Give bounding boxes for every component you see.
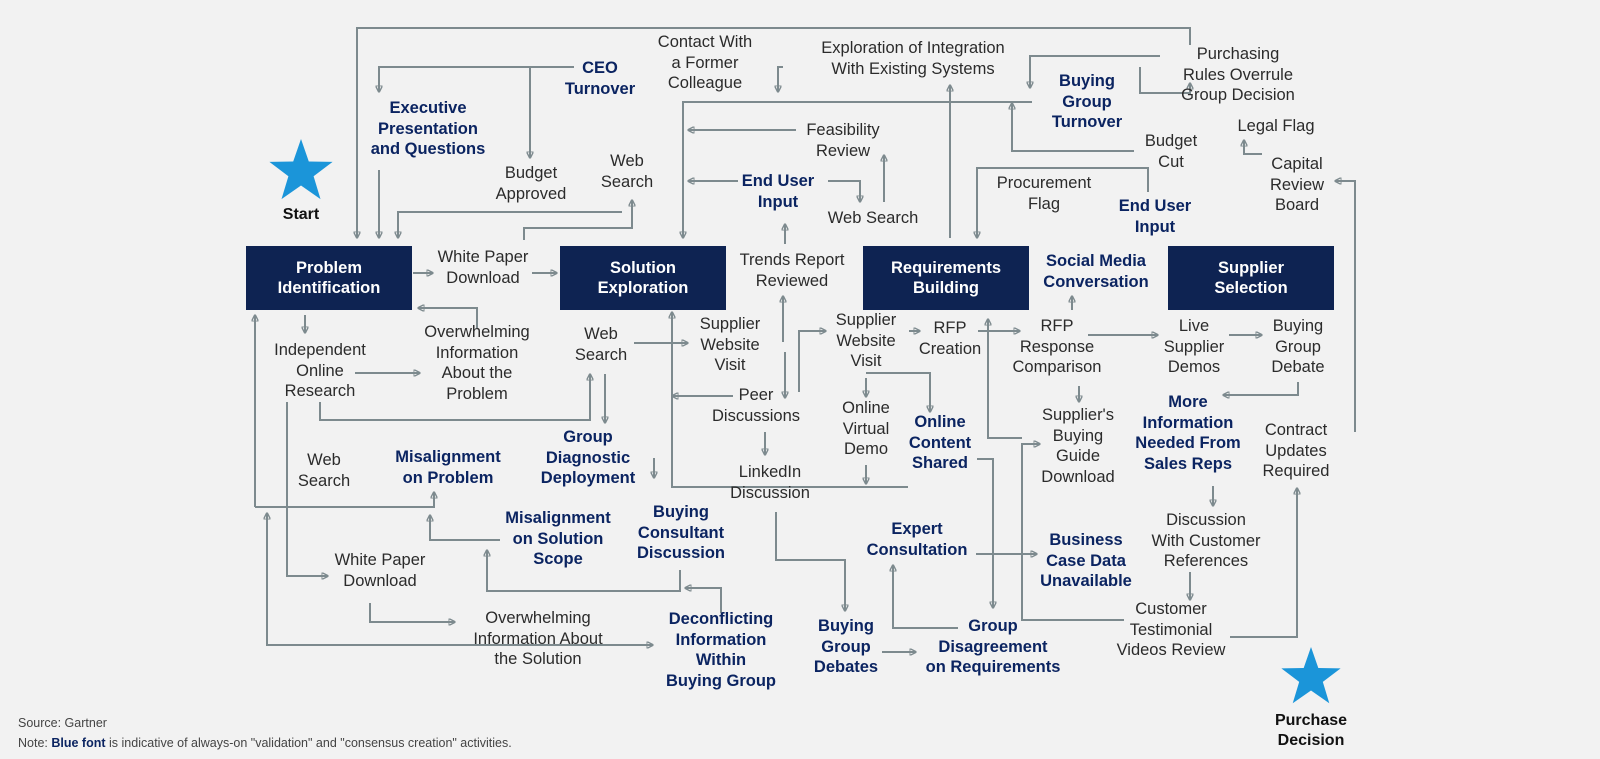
- connector: [430, 515, 500, 541]
- connector: [672, 312, 908, 488]
- budget-cut: Budget Cut: [1144, 132, 1198, 171]
- connector: [319, 374, 590, 421]
- connector: [418, 308, 478, 328]
- buying-group-debate: Buying Group Debate: [1271, 317, 1325, 376]
- group-disagreement-requirements: Group Disagreement on Requirements: [925, 617, 1061, 676]
- rfp-response-comparison: RFP Response Comparison: [1012, 317, 1102, 376]
- connector: [775, 512, 845, 611]
- expert-consultation: Expert Consultation: [866, 520, 968, 559]
- overwhelming-solution: Overwhelming Information About the Solut…: [473, 609, 603, 668]
- note-prefix: Note:: [18, 736, 48, 750]
- connector: [1244, 140, 1262, 155]
- live-supplier-demos: Live Supplier Demos: [1163, 317, 1225, 376]
- deconflicting-information: Deconflicting Information Within Buying …: [666, 610, 776, 690]
- connector: [523, 200, 632, 240]
- discussion-customer-references: Discussion With Customer References: [1151, 511, 1261, 570]
- connector: [1223, 382, 1299, 395]
- connector: [1021, 444, 1124, 621]
- connector: [1012, 103, 1134, 152]
- connector: [267, 513, 455, 646]
- end-user-input-2: End User Input: [1118, 197, 1192, 236]
- business-case-data-unavailable: Business Case Data Unavailable: [1040, 531, 1132, 590]
- web-search-low: Web Search: [297, 451, 351, 490]
- rfp-creation: RFP Creation: [918, 319, 982, 358]
- connector: [1335, 181, 1356, 432]
- purchase-decision-star-icon: [1281, 646, 1341, 704]
- connector: [988, 319, 1022, 439]
- supplier-website-visit-1: Supplier Website Visit: [699, 315, 761, 374]
- connector: [379, 66, 574, 92]
- buying-group-turnover: Buying Group Turnover: [1051, 72, 1123, 131]
- connector: [893, 565, 958, 629]
- stage-supplier-selection: Supplier Selection: [1168, 246, 1334, 310]
- misalignment-on-solution-scope: Misalignment on Solution Scope: [505, 509, 611, 568]
- independent-online-research: Independent Online Research: [274, 341, 366, 400]
- connector: [1030, 55, 1160, 88]
- purchase-decision-label: Purchase Decision: [1274, 712, 1348, 749]
- connector: [487, 550, 681, 592]
- executive-presentation: Executive Presentation and Questions: [370, 99, 486, 158]
- connector: [357, 27, 1191, 238]
- buying-group-debates: Buying Group Debates: [813, 617, 879, 676]
- end-user-input-1: End User Input: [741, 172, 815, 211]
- legend-note: Note: Blue font is indicative of always-…: [18, 736, 512, 750]
- more-information-sales-reps: More Information Needed From Sales Reps: [1135, 393, 1241, 473]
- start-star-icon: [269, 139, 333, 200]
- stage-requirements-building: Requirements Building: [863, 246, 1029, 310]
- purchasing-rules: Purchasing Rules Overrule Group Decision: [1181, 45, 1295, 104]
- suppliers-buying-guide: Supplier's Buying Guide Download: [1041, 406, 1115, 486]
- connector: [286, 402, 328, 576]
- connector: [828, 180, 860, 202]
- white-paper-download-1: White Paper Download: [437, 248, 529, 287]
- customer-testimonial-videos: Customer Testimonial Videos Review: [1116, 600, 1226, 659]
- overwhelming-problem: Overwhelming Information About the Probl…: [424, 323, 530, 403]
- connector: [255, 492, 434, 508]
- connector: [1139, 67, 1190, 94]
- web-search-mid: Web Search: [827, 209, 919, 227]
- note-blue-font: Blue font: [51, 736, 106, 750]
- contact-former-colleague: Contact With a Former Colleague: [657, 33, 753, 92]
- supplier-website-visit-2: Supplier Website Visit: [835, 311, 897, 370]
- social-media-conversation: Social Media Conversation: [1043, 252, 1149, 291]
- budget-approved: Budget Approved: [495, 164, 567, 203]
- note-rest: is indicative of always-on "validation" …: [109, 736, 512, 750]
- connector: [369, 603, 455, 622]
- connector: [798, 331, 826, 392]
- start-label: Start: [282, 206, 320, 223]
- feasibility-review: Feasibility Review: [806, 121, 880, 160]
- misalignment-on-problem: Misalignment on Problem: [395, 448, 501, 487]
- source-note: Source: Gartner: [18, 716, 107, 730]
- peer-discussions: Peer Discussions: [711, 386, 801, 425]
- online-virtual-demo: Online Virtual Demo: [842, 399, 890, 458]
- web-search-top: Web Search: [600, 152, 654, 191]
- stage-solution-exploration: Solution Exploration: [560, 246, 726, 310]
- connector: [1230, 488, 1297, 638]
- linkedin-discussion: LinkedIn Discussion: [730, 463, 810, 502]
- connector: [977, 458, 993, 608]
- buying-consultant-discussion: Buying Consultant Discussion: [636, 503, 726, 562]
- legal-flag: Legal Flag: [1237, 117, 1315, 135]
- group-diagnostic-deployment: Group Diagnostic Deployment: [540, 428, 636, 487]
- ceo-turnover: CEO Turnover: [564, 59, 636, 98]
- trends-report: Trends Report Reviewed: [739, 251, 845, 290]
- white-paper-download-2: White Paper Download: [334, 551, 426, 590]
- stage-problem-identification: Problem Identification: [246, 246, 412, 310]
- connector: [778, 66, 783, 92]
- procurement-flag: Procurement Flag: [996, 174, 1092, 213]
- connector: [866, 372, 930, 412]
- web-search-left: Web Search: [574, 325, 628, 364]
- contract-updates-required: Contract Updates Required: [1262, 421, 1330, 480]
- capital-review-board: Capital Review Board: [1269, 155, 1325, 214]
- connector: [685, 588, 722, 613]
- connector: [977, 167, 1149, 238]
- connector: [683, 101, 1032, 238]
- connector: [398, 211, 622, 238]
- exploration-integration: Exploration of Integration With Existing…: [821, 39, 1005, 78]
- online-content-shared: Online Content Shared: [908, 413, 972, 472]
